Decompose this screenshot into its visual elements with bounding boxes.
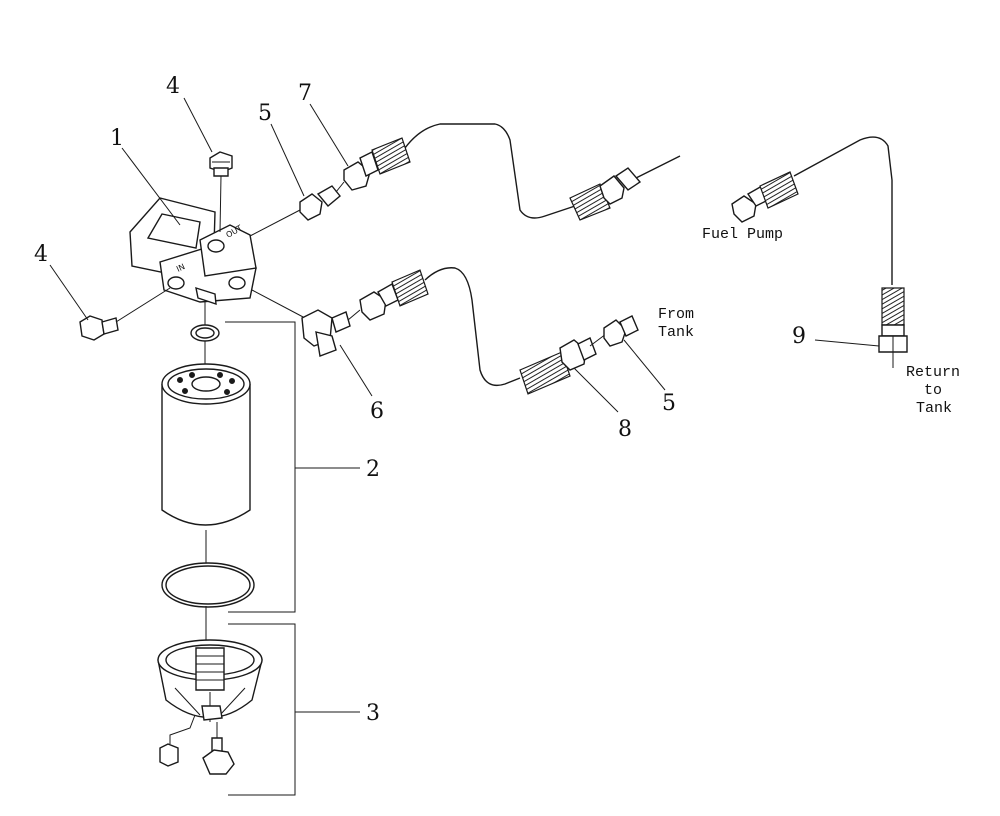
callout-5-lower: 5 — [662, 391, 676, 416]
filter-head-bracket: OUT IN — [129, 197, 257, 306]
water-separator-bowl — [157, 639, 263, 775]
callout-9: 9 — [792, 324, 806, 349]
label-from-tank-line1: From — [658, 306, 694, 323]
return-fuel-line — [731, 136, 908, 368]
callout-8: 8 — [618, 417, 632, 442]
callout-3: 3 — [366, 701, 380, 726]
callout-2: 2 — [366, 457, 380, 482]
plug-top — [209, 151, 233, 233]
callout-4-top: 4 — [166, 74, 180, 99]
plug-left — [79, 287, 171, 341]
port-mark-in: IN — [175, 262, 186, 274]
filter-element — [161, 300, 255, 640]
leader-lines — [49, 97, 880, 413]
upper-fuel-line — [249, 123, 681, 237]
label-from-tank-line2: Tank — [658, 324, 694, 341]
lower-fuel-line — [251, 267, 639, 395]
label-return-line2: to — [924, 382, 942, 399]
callout-6: 6 — [370, 399, 384, 424]
label-return-line1: Return — [906, 364, 960, 381]
callout-4-left: 4 — [34, 242, 48, 267]
callout-1: 1 — [110, 126, 124, 151]
label-fuel-pump: Fuel Pump — [702, 226, 783, 243]
callout-5-upper: 5 — [258, 101, 272, 126]
bracket-lines — [225, 321, 360, 796]
label-return-line3: Tank — [916, 400, 952, 417]
callout-7: 7 — [298, 81, 312, 106]
